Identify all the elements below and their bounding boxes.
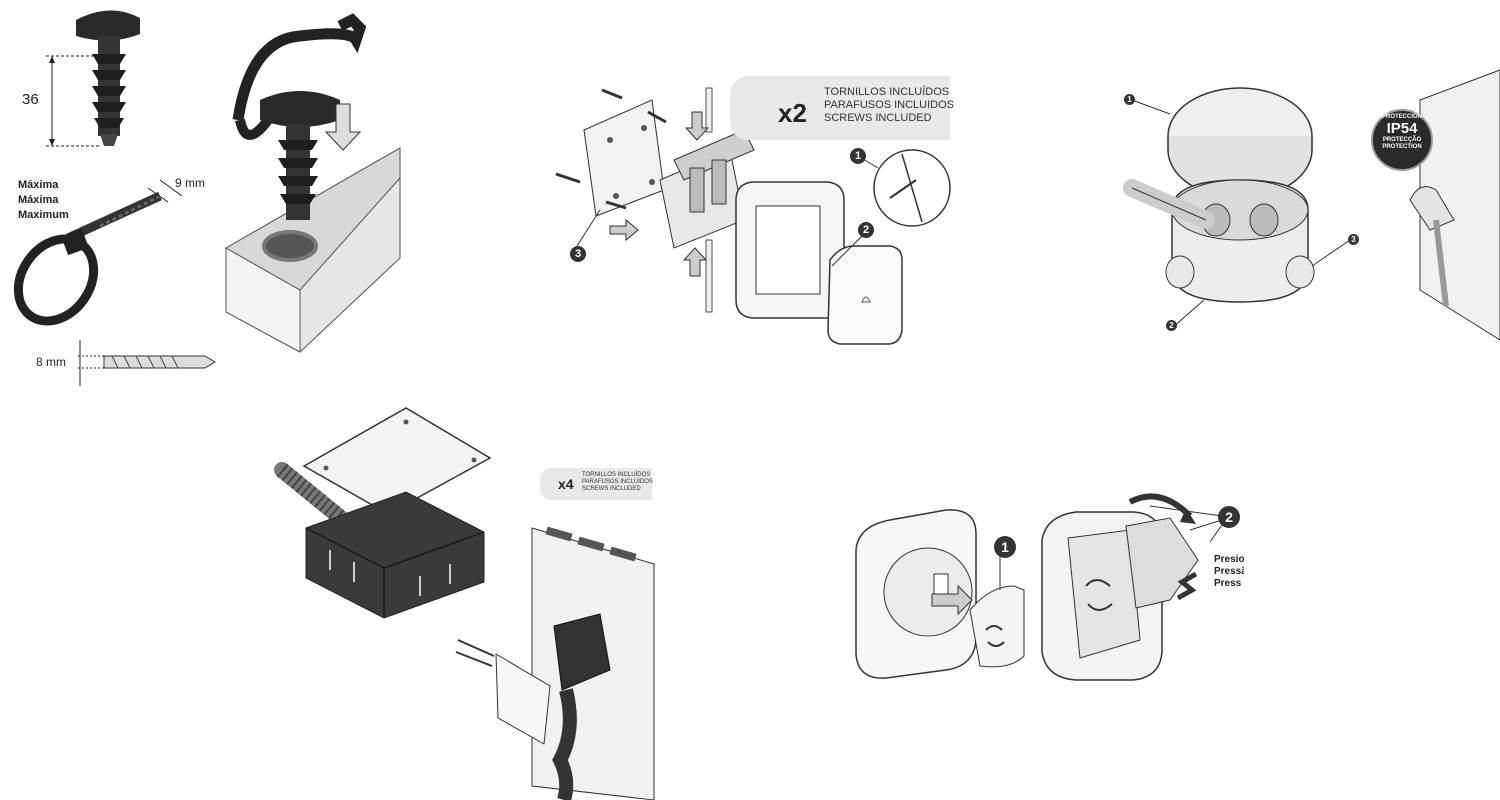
cable-tie-anchor-illustration bbox=[13, 10, 401, 386]
screws-text-pt-4: PARAFUSOS INCLUIDOS bbox=[582, 479, 653, 485]
max-label-pt: Máxima bbox=[18, 194, 59, 206]
press-labels: Presio Pressã Press bbox=[1214, 554, 1244, 590]
socket-callout-2: 2 bbox=[1218, 506, 1240, 528]
flush-box-panel: x4 TORNILLOS INCLUÍDOS PARAFUSOS INCLUID… bbox=[270, 400, 660, 800]
screws-text-en: SCREWS INCLUDED bbox=[824, 112, 932, 124]
socket-assembly-panel: 1 2 Presio Pressã Press bbox=[850, 490, 1250, 690]
socket-assembly-illustration bbox=[855, 493, 1225, 681]
junction-box-illustration bbox=[1123, 69, 1500, 341]
screw-count-4: x4 bbox=[558, 476, 574, 492]
max-label-en: Maximum bbox=[18, 209, 69, 221]
ip54-badge: PROTECCIÓN IP54 PROTECÇÃO PROTECTION bbox=[1372, 114, 1432, 151]
press-label-pt: Pressã bbox=[1214, 566, 1244, 577]
press-label-en: Press bbox=[1214, 578, 1242, 589]
callout-1: 1 bbox=[850, 148, 866, 164]
socket-callout-1: 1 bbox=[994, 536, 1016, 558]
press-label-es: Presio bbox=[1214, 554, 1244, 565]
ip-badge-bottom-pt: PROTECÇÃO bbox=[1382, 137, 1422, 143]
callout-3: 3 bbox=[570, 246, 586, 262]
screws-text-pt: PARAFUSOS INCLUIDOS bbox=[824, 99, 954, 111]
max-label-es: Máxima bbox=[18, 179, 59, 191]
junction-callout-1: 1 bbox=[1124, 94, 1135, 105]
junction-callout-2: 2 bbox=[1166, 320, 1177, 331]
junction-box-panel: 1 2 3 PROTECCIÓN IP54 PROTECÇÃO PROTECTI… bbox=[1110, 69, 1500, 341]
anchor-length-label: 36 bbox=[22, 91, 39, 108]
screws-included-badge-4 bbox=[540, 468, 652, 500]
screw-count: x2 bbox=[778, 98, 807, 128]
switch-assembly-panel: x2 TORNILLOS INCLUÍDOS PARAFUSOS INCLUID… bbox=[540, 70, 960, 360]
callout-2: 2 bbox=[858, 222, 874, 238]
drill-size-label: 8 mm bbox=[36, 355, 66, 369]
screws-included-badge bbox=[730, 76, 950, 140]
tie-width-label: 9 mm bbox=[175, 176, 205, 190]
flush-box-illustration bbox=[274, 407, 655, 800]
ip-badge-rating: IP54 bbox=[1386, 120, 1418, 137]
screws-text-es-4: TORNILLOS INCLUÍDOS bbox=[582, 472, 651, 478]
screws-text-es: TORNILLOS INCLUÍDOS bbox=[824, 86, 950, 98]
screws-text-en-4: SCREWS INCLUDED bbox=[582, 486, 641, 492]
switch-assembly-illustration bbox=[555, 83, 951, 345]
ip-badge-bottom-en: PROTECTION bbox=[1382, 144, 1422, 150]
junction-callout-3: 3 bbox=[1348, 234, 1359, 245]
ip-badge-top: PROTECCIÓN bbox=[1381, 114, 1422, 120]
cable-tie-anchor-panel: 36 Máxima Máxima Maximum 9 mm 8 mm bbox=[0, 0, 420, 400]
